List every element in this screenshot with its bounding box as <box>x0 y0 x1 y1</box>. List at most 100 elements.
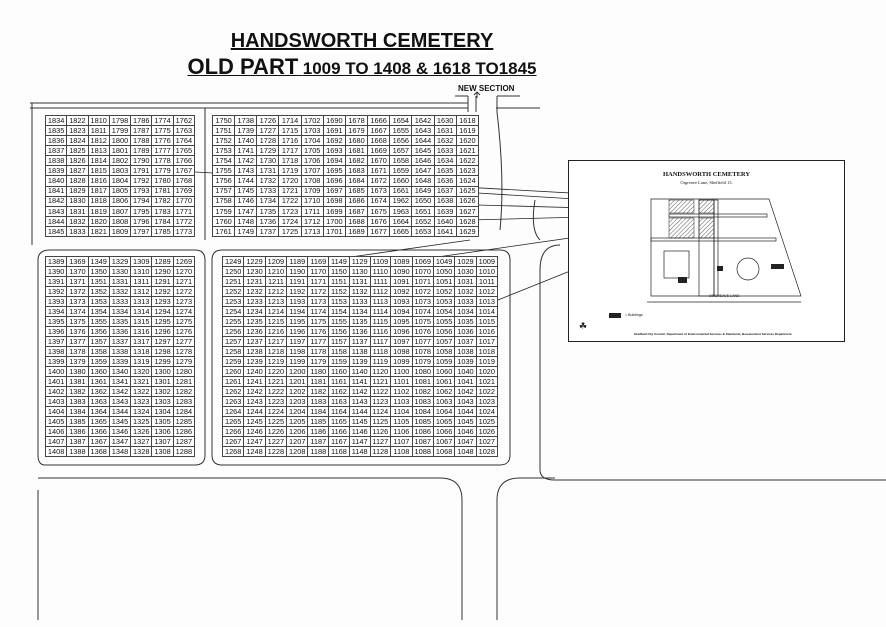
plot-number: 1174 <box>307 306 330 317</box>
plot-number: 1102 <box>390 386 413 397</box>
plot-number: 1022 <box>475 386 499 397</box>
plot-number: 1036 <box>454 326 477 337</box>
plot-number: 1074 <box>411 306 434 317</box>
plot-number: 1784 <box>151 215 174 227</box>
plot-number: 1843 <box>44 205 68 217</box>
plot-number: 1714 <box>278 114 302 127</box>
plot-number: 1801 <box>108 145 132 157</box>
plot-number: 1095 <box>390 316 413 327</box>
plot-number: 1742 <box>234 155 258 167</box>
plot-number: 1808 <box>108 215 132 227</box>
plot-number: 1207 <box>286 436 309 447</box>
plot-number: 1321 <box>130 376 153 387</box>
plot-number: 1397 <box>44 336 68 347</box>
plot-number: 1408 <box>44 446 68 457</box>
plot-number: 1307 <box>151 436 174 447</box>
plot-number: 1187 <box>307 436 330 447</box>
plot-number: 1628 <box>455 215 480 227</box>
plot-number: 1687 <box>344 205 369 217</box>
plot-number: 1025 <box>475 416 499 427</box>
plot-number: 1219 <box>264 356 288 367</box>
subtitle-part: OLD PART <box>187 54 299 79</box>
plot-number: 1731 <box>256 165 280 177</box>
plot-number: 1083 <box>411 396 434 407</box>
plot-number: 1637 <box>433 185 457 197</box>
map-title: HANDSWORTH CEMETERY <box>0 30 724 53</box>
plot-number: 1215 <box>264 316 288 327</box>
plot-number: 1140 <box>348 366 371 377</box>
plot-number: 1259 <box>221 356 245 367</box>
plot-number: 1780 <box>151 175 174 187</box>
plot-number: 1314 <box>130 306 153 317</box>
plot-number: 1641 <box>433 225 457 238</box>
plot-number: 1748 <box>234 215 258 227</box>
plot-number: 1256 <box>221 326 245 337</box>
plot-number: 1695 <box>322 165 346 177</box>
plot-number: 1838 <box>44 155 68 167</box>
plot-number: 1017 <box>475 336 499 347</box>
plot-number: 1009 <box>475 256 499 267</box>
plot-number: 1802 <box>108 155 132 167</box>
plot-number: 1269 <box>172 256 196 267</box>
plot-number: 1149 <box>328 256 350 267</box>
plot-number: 1688 <box>344 215 369 227</box>
plot-number: 1108 <box>390 446 413 457</box>
plot-number: 1767 <box>172 165 196 177</box>
plot-number: 1807 <box>108 205 132 217</box>
plot-number: 1747 <box>234 205 258 217</box>
title-text: HANDSWORTH CEMETERY <box>230 30 494 52</box>
plot-number: 1302 <box>151 386 174 397</box>
plot-number: 1787 <box>130 125 153 137</box>
plot-number: 1379 <box>66 356 89 367</box>
plot-number: 1668 <box>367 135 391 147</box>
plot-number: 1037 <box>454 336 477 347</box>
plot-number: 1324 <box>130 406 153 417</box>
plot-number: 1093 <box>390 296 413 307</box>
inset-site-plan <box>647 198 802 303</box>
plot-number: 1089 <box>390 256 413 267</box>
plot-number: 1252 <box>221 286 245 297</box>
plot-number: 1033 <box>454 296 477 307</box>
plot-number: 1753 <box>211 145 236 157</box>
plot-number: 1824 <box>66 135 89 147</box>
plot-number: 1137 <box>348 336 371 347</box>
plot-number: 1389 <box>44 256 68 267</box>
plot-number: 1148 <box>348 446 371 457</box>
plot-number: 1673 <box>367 185 391 197</box>
plot-number: 1222 <box>264 386 288 397</box>
plot-number: 1745 <box>234 185 258 197</box>
plot-number: 1677 <box>367 225 391 238</box>
plot-number: 1267 <box>221 436 245 447</box>
plot-number: 1315 <box>130 316 153 327</box>
plot-number: 1803 <box>108 165 132 177</box>
plot-number: 1176 <box>307 326 330 337</box>
plot-number: 1782 <box>151 195 174 207</box>
plot-number: 1674 <box>367 195 391 207</box>
plot-number: 1771 <box>172 205 196 217</box>
plot-number: 1725 <box>278 225 302 238</box>
plot-number: 1823 <box>66 125 89 137</box>
plot-number: 1235 <box>243 316 266 327</box>
plot-number: 1216 <box>264 326 288 337</box>
plot-number: 1341 <box>108 376 132 387</box>
plot-number: 1700 <box>322 215 346 227</box>
plot-number: 1829 <box>66 185 89 197</box>
plot-number: 1289 <box>151 256 174 267</box>
plot-number: 1057 <box>432 336 456 347</box>
plot-number: 1832 <box>66 215 89 227</box>
plot-number: 1173 <box>307 296 330 307</box>
